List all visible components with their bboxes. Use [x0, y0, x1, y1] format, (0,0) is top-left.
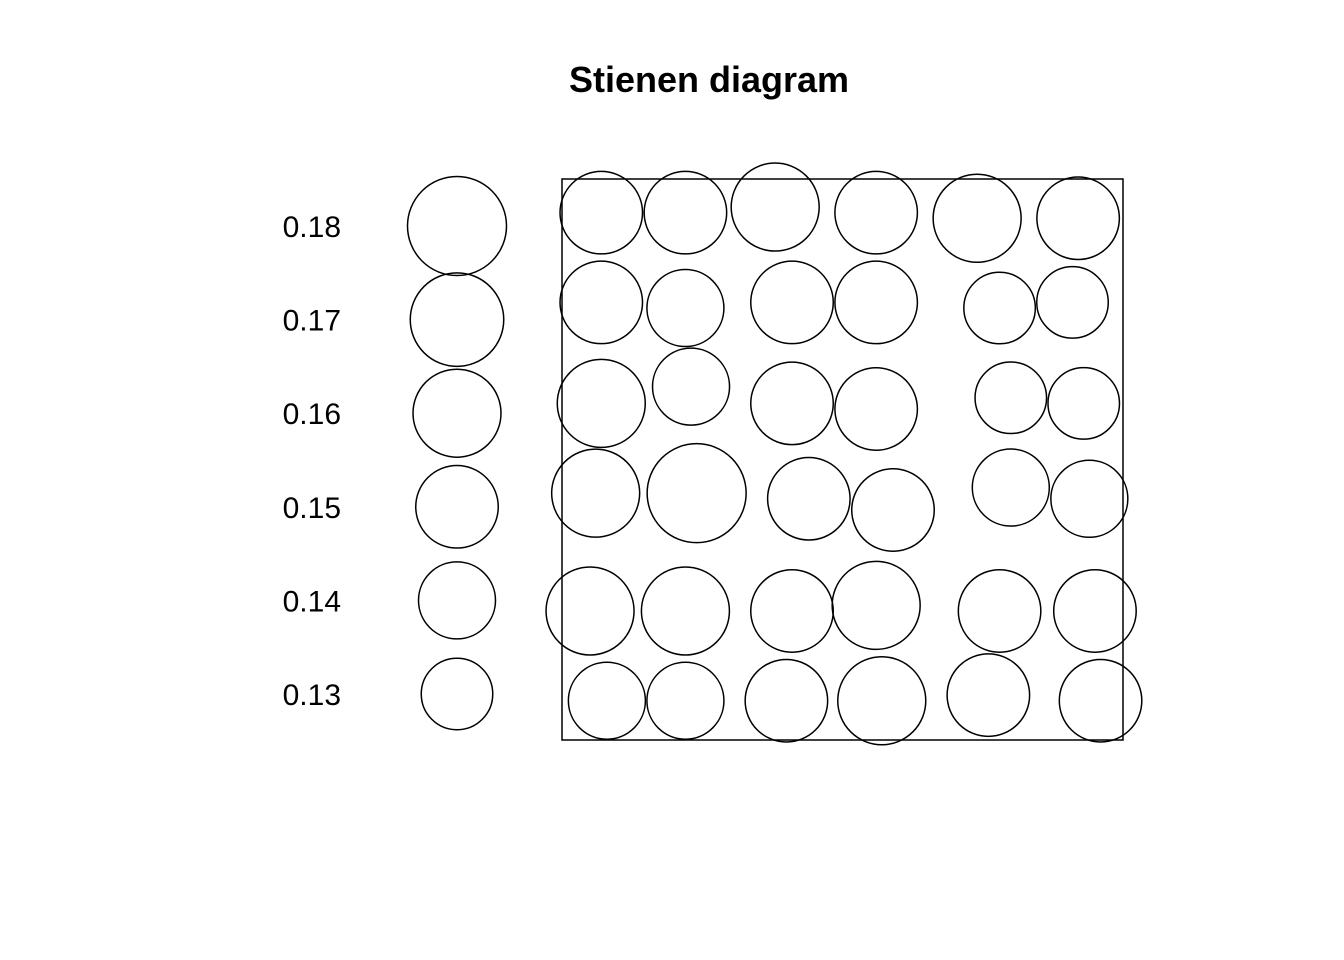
legend-circle — [420, 657, 494, 731]
legend-label: 0.16 — [283, 398, 341, 431]
data-bubble — [837, 655, 927, 746]
data-bubble — [974, 361, 1048, 435]
data-bubble — [750, 361, 835, 446]
data-bubble — [957, 568, 1042, 653]
data-bubble — [730, 162, 820, 252]
data-bubble — [545, 566, 635, 656]
plot-frame — [561, 178, 1124, 741]
data-bubble — [932, 173, 1022, 264]
data-bubble — [1050, 459, 1129, 539]
legend-circle — [409, 272, 505, 368]
legend-label: 0.13 — [283, 679, 341, 712]
data-bubble — [651, 347, 731, 426]
legend-label: 0.17 — [283, 305, 341, 338]
data-bubble — [963, 271, 1037, 345]
bubble-layer — [545, 162, 1143, 746]
data-bubble — [766, 456, 851, 541]
data-bubble — [971, 448, 1051, 527]
data-bubble — [850, 467, 935, 552]
data-bubble — [556, 358, 647, 449]
data-bubble — [550, 448, 641, 538]
data-bubble — [559, 170, 644, 255]
data-bubble — [646, 268, 725, 348]
data-bubble — [946, 653, 1031, 738]
data-bubble — [643, 170, 728, 255]
data-bubble — [1036, 176, 1121, 261]
data-bubble — [1047, 366, 1121, 440]
data-bubble — [1036, 265, 1110, 339]
legend-circle — [412, 368, 502, 458]
legend-circle — [406, 175, 508, 277]
data-bubble — [559, 260, 644, 345]
data-bubble — [750, 260, 835, 345]
legend-label: 0.14 — [283, 585, 341, 618]
data-bubble — [834, 170, 919, 255]
data-bubble — [834, 367, 919, 452]
legend-circle — [415, 464, 499, 549]
legend-label: 0.15 — [283, 492, 341, 525]
data-bubble — [1058, 658, 1143, 743]
data-bubble — [646, 661, 725, 740]
chart-title: Stienen diagram — [569, 59, 849, 100]
legend-circle — [417, 561, 497, 640]
data-bubble — [1052, 568, 1137, 653]
data-bubble — [750, 568, 835, 653]
radius-legend: 0.18 0.17 0.16 0.15 0.14 0.13 — [283, 175, 508, 731]
data-bubble — [567, 661, 647, 740]
data-bubble — [646, 442, 747, 544]
data-bubble — [831, 560, 921, 651]
data-bubble — [744, 658, 829, 743]
legend-label: 0.18 — [283, 211, 341, 244]
data-bubble — [834, 260, 919, 345]
data-bubble — [640, 566, 731, 656]
